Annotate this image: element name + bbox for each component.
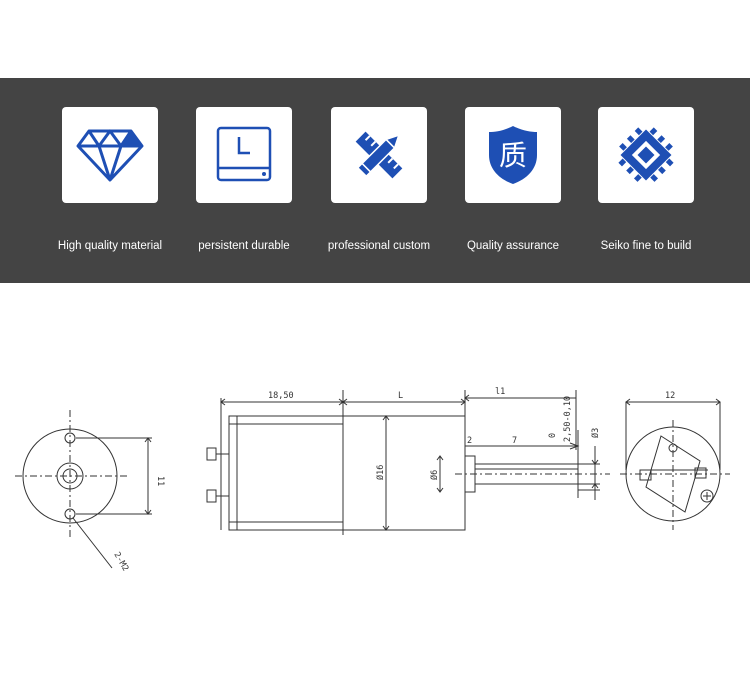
feature-tile [62, 107, 158, 203]
dim-shaft-length: l1 [495, 387, 505, 397]
feature-tile: 质 [465, 107, 561, 203]
technical-drawing: 11 2-M2 18,50 L l1 2 7 0 2,50-0,10 Ø3 Ø1… [15, 387, 730, 574]
rear-view [620, 398, 730, 530]
pencil-ruler-icon [355, 131, 403, 179]
feature-label: Quality assurance [466, 240, 560, 252]
dim-motor-length: L [398, 391, 403, 401]
features-banner: High quality material persistent durable [0, 78, 750, 283]
feature-label: persistent durable [198, 240, 290, 252]
dim-boss-diameter: Ø6 [429, 470, 440, 480]
dim-tolerance: 2,50-0,10 [563, 396, 573, 442]
feature-label: Seiko fine to build [600, 240, 692, 252]
dim-tolerance-upper: 0 [548, 433, 558, 438]
quality-shield-icon: 质 [489, 126, 537, 184]
dim-rear-width: 12 [665, 391, 675, 401]
feature-tile [196, 107, 292, 203]
feature-quality: 质 Quality assurance [445, 107, 581, 252]
quality-glyph: 质 [499, 139, 527, 172]
dim-body-diameter: Ø16 [375, 465, 386, 480]
front-view [15, 410, 152, 569]
dim-flat-length: 7 [512, 436, 517, 446]
chip-icon [618, 127, 674, 182]
feature-custom: professional custom [311, 107, 447, 252]
feature-build: Seiko fine to build [578, 107, 714, 252]
dim-gearbox-length: 18,50 [268, 391, 294, 401]
diamond-icon [76, 129, 144, 182]
clock-panel-icon [216, 126, 272, 182]
dim-shoulder: 2 [467, 436, 472, 446]
feature-tile [331, 107, 427, 203]
feature-tile [598, 107, 694, 203]
feature-durable: persistent durable [176, 107, 312, 252]
side-view [206, 390, 610, 535]
feature-material: High quality material [42, 107, 178, 252]
dim-shaft-diameter: Ø3 [590, 428, 601, 438]
dim-holes: 2-M2 [111, 551, 130, 574]
feature-label: High quality material [57, 240, 163, 252]
feature-label: professional custom [327, 240, 431, 252]
dim-height-front: 11 [155, 476, 165, 486]
